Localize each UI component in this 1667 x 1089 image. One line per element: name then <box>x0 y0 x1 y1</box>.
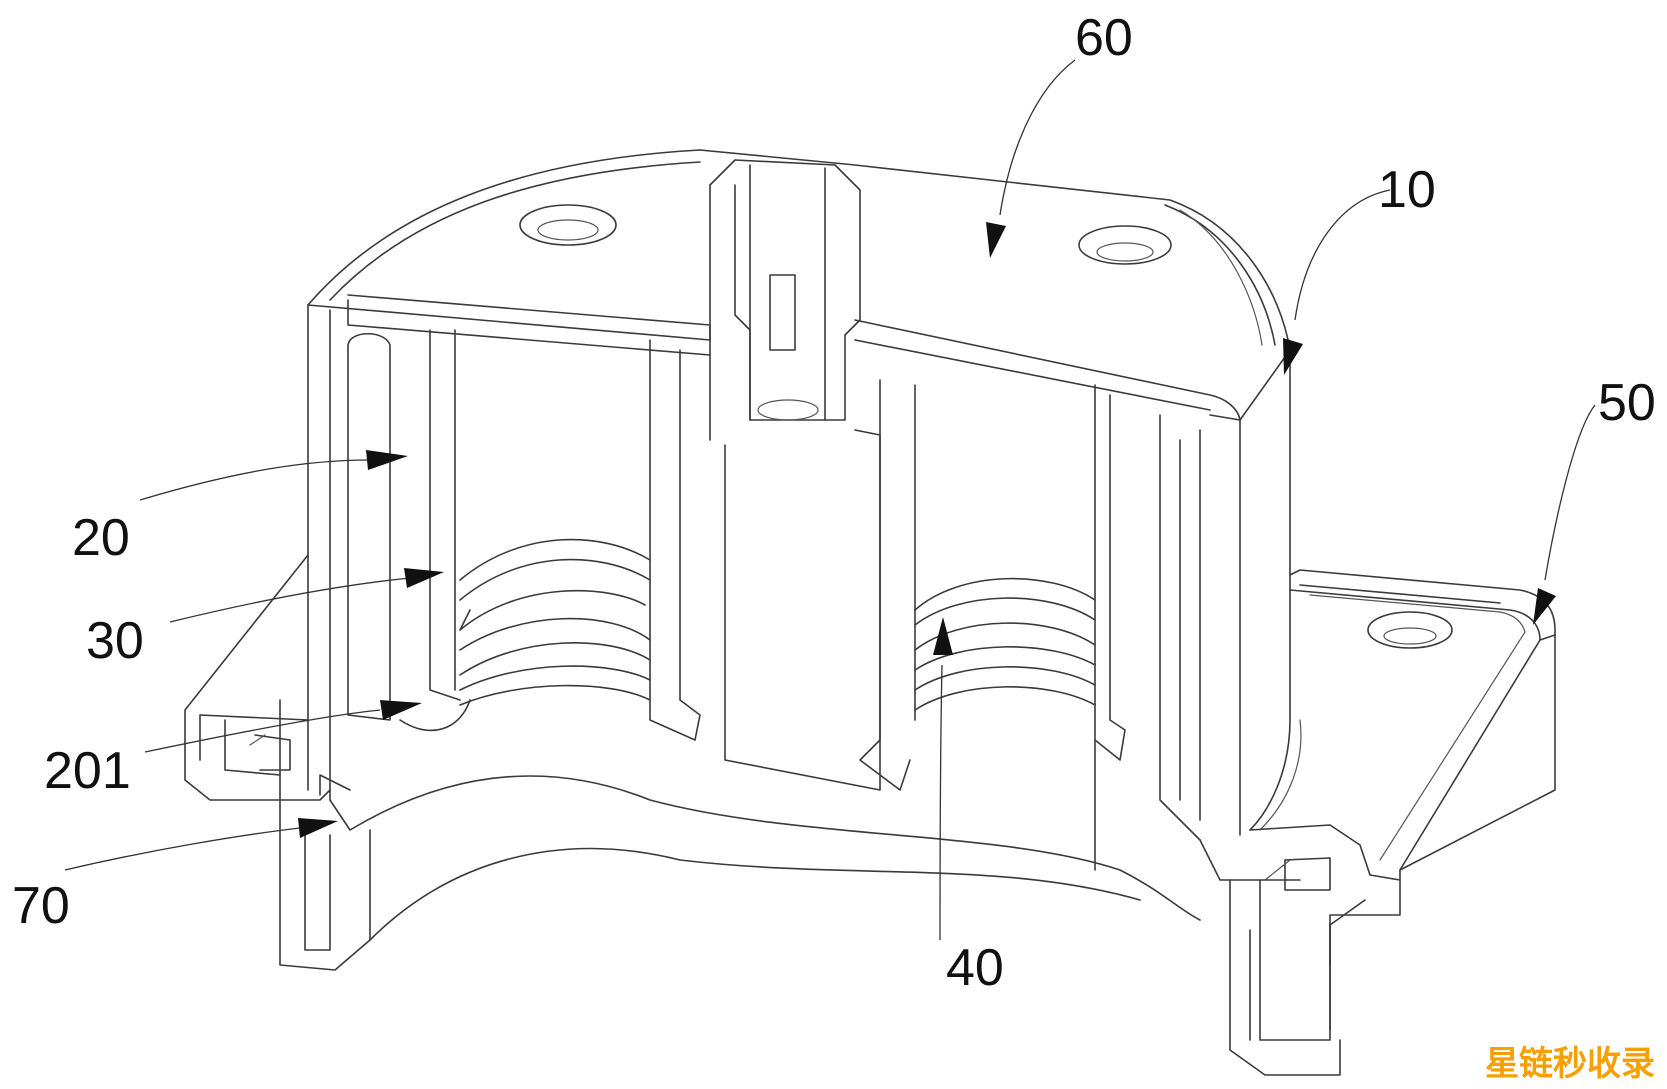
arrow-50 <box>1533 588 1556 625</box>
left-flange <box>184 554 351 801</box>
arrow-20 <box>366 450 408 470</box>
leader-60 <box>986 59 1076 258</box>
leader-40 <box>933 617 953 941</box>
label-20: 20 <box>72 509 130 567</box>
label-10: 10 <box>1378 161 1436 219</box>
label-40: 40 <box>946 939 1004 997</box>
leader-50 <box>1533 404 1596 625</box>
watermark-text: 星链秒收录 <box>1485 1044 1655 1084</box>
arrow-10 <box>1283 338 1303 375</box>
arrow-201 <box>380 700 422 720</box>
leader-201 <box>144 700 422 753</box>
arrow-40 <box>933 617 953 655</box>
leader-30 <box>169 568 444 623</box>
saddle-base <box>279 699 1201 971</box>
label-70: 70 <box>12 877 70 935</box>
leader-10 <box>1283 189 1391 375</box>
arrow-70 <box>298 818 338 838</box>
label-30: 30 <box>86 612 144 670</box>
center-slot <box>709 159 881 791</box>
left-bore <box>399 339 701 741</box>
right-bore <box>859 379 1126 871</box>
leader-70 <box>64 818 338 871</box>
right-wall <box>1159 349 1302 841</box>
leader-20 <box>139 450 408 501</box>
left-wall <box>307 304 461 801</box>
label-201: 201 <box>44 742 131 800</box>
right-flange <box>1199 569 1556 1076</box>
arrow-30 <box>404 568 444 588</box>
label-60: 60 <box>1075 9 1133 67</box>
label-50: 50 <box>1598 374 1656 432</box>
arrow-60 <box>986 222 1006 258</box>
